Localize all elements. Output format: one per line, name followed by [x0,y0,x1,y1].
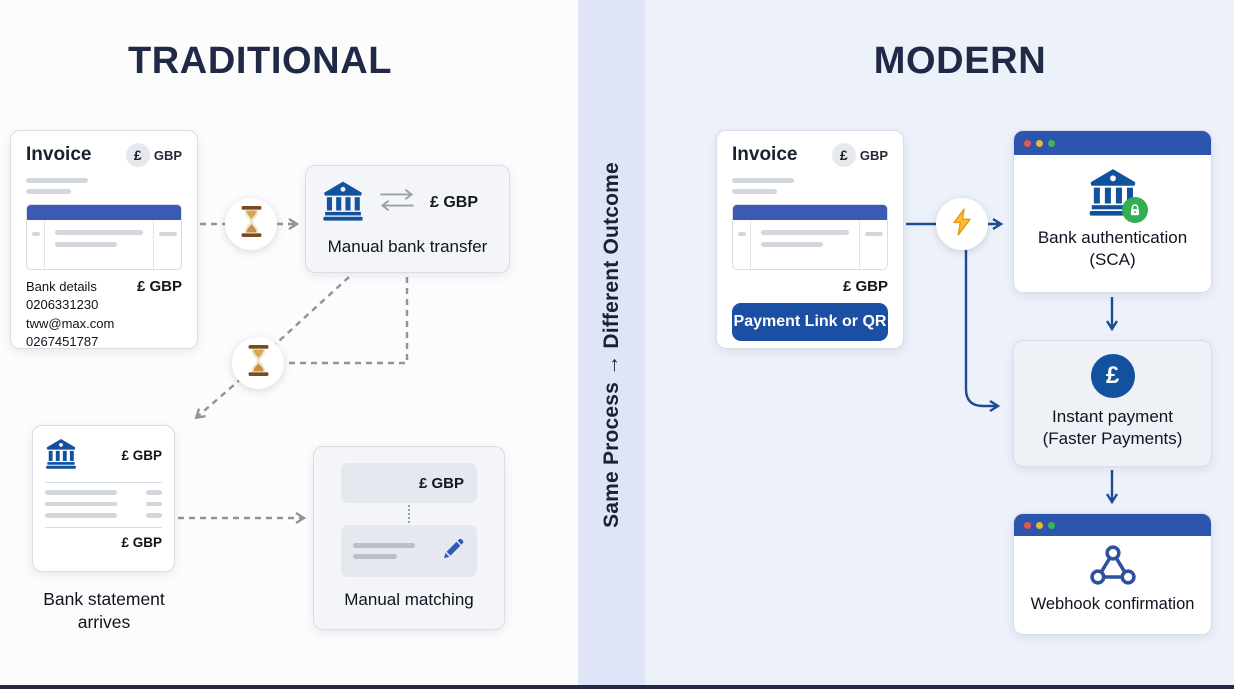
traffic-light-yellow-icon [1036,521,1043,529]
modern-invoice-card: Invoice £ GBP £ GBP Payment Link or QR [716,130,904,349]
payment-link-button[interactable]: Payment Link or QR [732,303,888,341]
divider-line [45,526,162,528]
cell-placeholder [761,230,850,235]
entry-placeholder [353,554,397,559]
matching-entry-box [341,525,477,577]
currency-code: GBP [153,147,182,163]
pound-circle-icon: £ [1090,354,1135,398]
statement-amount-bottom: £ GBP [121,534,162,550]
invoice-amount: £ GBP [842,278,888,295]
bank-icon [1088,166,1148,223]
cell-placeholder [761,242,824,247]
manual-matching-label: Manual matching [344,590,474,609]
text-placeholder [26,178,88,183]
instant-payment-label-line1: Instant payment [1052,407,1173,426]
table-header [27,205,181,220]
row-placeholder [146,490,162,495]
cell-placeholder [158,232,177,236]
entry-placeholder [353,543,415,548]
statement-amount-top: £ GBP [121,448,162,463]
hourglass-icon [245,345,272,381]
row-placeholder [146,513,162,518]
currency-code: GBP [859,147,888,163]
bank-details-label: Bank details [26,279,97,294]
webhook-label: Webhook confirmation [1030,595,1195,613]
divider-line [45,482,162,483]
traffic-light-red-icon [1024,521,1031,529]
invoice-line-items-table [26,204,182,270]
cell-placeholder [31,232,40,236]
traditional-invoice-card: Invoice £ GBP Bank details £ GBP 0206331 [10,130,198,349]
divider-label: Same Process → Different Outcome [599,161,623,528]
cell-placeholder [55,242,118,247]
row-placeholder [146,501,162,506]
bank-icon [322,179,364,226]
hourglass-icon [238,206,265,242]
row-placeholder [45,513,117,518]
invoice-title: Invoice [26,144,92,165]
text-placeholder [26,189,71,194]
cell-placeholder [55,230,144,235]
instant-circle [936,198,988,250]
transfer-arrows-icon [373,186,421,219]
webhook-icon [1088,545,1138,591]
browser-titlebar [1014,131,1211,155]
instant-payment-label-line2: (Faster Payments) [1042,429,1183,449]
matching-amount-box: £ GBP [341,463,477,503]
cell-placeholder [864,232,883,236]
bank-authentication-card: Bank authentication (SCA) [1013,130,1212,293]
manual-bank-transfer-card: £ GBP Manual bank transfer [305,165,510,273]
bank-email: tww@max.com [26,315,115,331]
bank-statement-caption: Bank statement arrives [43,589,165,632]
dotted-connector [408,505,410,523]
traffic-light-yellow-icon [1036,139,1043,147]
invoice-title: Invoice [732,144,798,165]
bank-auth-label-line2: (SCA) [1089,250,1136,270]
lightning-icon [949,207,975,241]
browser-titlebar [1014,514,1211,536]
bank-statement-card: £ GBP £ GBP [32,425,175,572]
row-placeholder [45,501,117,506]
bank-auth-label-line1: Bank authentication [1037,228,1188,247]
lock-icon [1121,197,1148,223]
manual-bank-transfer-label: Manual bank transfer [327,237,488,256]
pound-icon: £ [831,143,856,167]
traffic-light-red-icon [1024,139,1031,147]
matching-amount: £ GBP [418,474,464,492]
row-placeholder [45,490,117,495]
invoice-amount: £ GBP [136,278,182,295]
currency-badge: £ GBP [125,143,182,167]
modern-title: MODERN [873,40,1047,82]
traffic-light-green-icon [1048,521,1055,529]
invoice-line-items-table [732,204,888,270]
currency-badge: £ GBP [831,143,888,167]
transfer-amount: £ GBP [430,193,479,211]
instant-payment-card: £ Instant payment (Faster Payments) [1013,340,1212,467]
bank-account-number-2: 0267451787 [26,334,99,350]
manual-matching-card: £ GBP Manual matching [313,446,505,630]
delay-circle [225,198,277,250]
bank-account-number: 0206331230 [26,297,99,312]
bank-icon [45,437,77,474]
pencil-icon [441,537,465,566]
text-placeholder [732,178,794,183]
traditional-title: TRADITIONAL [127,40,393,82]
table-header [733,205,887,220]
text-placeholder [732,189,777,194]
delay-circle [232,337,284,389]
divider-band: Same Process → Different Outcome [578,0,645,689]
cell-placeholder [737,232,746,236]
webhook-confirmation-card: Webhook confirmation [1013,513,1212,635]
pound-icon: £ [125,143,150,167]
bottom-accent-bar [0,685,1234,689]
traffic-light-green-icon [1048,139,1055,147]
